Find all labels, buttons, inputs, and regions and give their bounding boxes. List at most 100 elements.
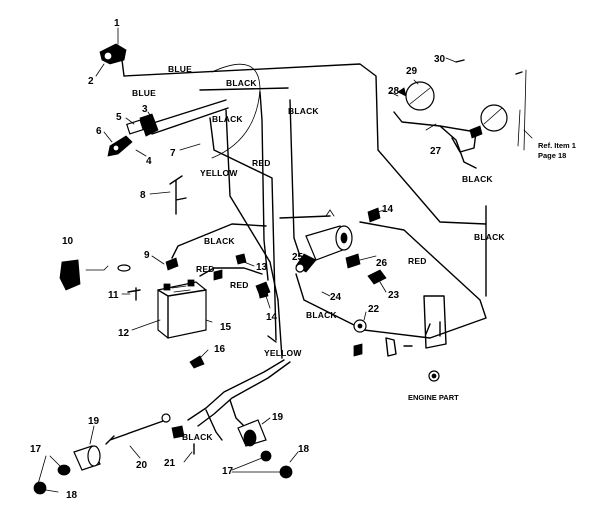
battery: [157, 279, 207, 339]
harness-lower: [151, 107, 229, 135]
ring-terminal-22: [353, 319, 367, 333]
wire-label-red-battery1: RED: [196, 264, 215, 274]
wire-label-blue-left: BLUE: [132, 88, 156, 98]
callout-numbers: 1 2 3 4 5 6 7 8 9 10 11 12 13 14 14 15 1…: [30, 18, 446, 501]
callout-2: 2: [88, 76, 94, 87]
callout-28: 28: [388, 86, 400, 97]
ref-note-line2: Page 18: [538, 151, 566, 160]
wire-label-red-right: RED: [408, 256, 427, 266]
starter-solenoid: [295, 209, 361, 273]
callout-14-upper: 14: [382, 204, 394, 215]
red-wire-middle: [225, 109, 279, 301]
wire-label-black-right: BLACK: [288, 106, 319, 116]
callout-15: 15: [220, 322, 232, 333]
wire-label-yellow-middle: YELLOW: [200, 168, 238, 178]
callout-19-right: 19: [272, 412, 284, 423]
wire-label-group: BLUE BLACK BLUE BLACK BLACK RED YELLOW B…: [132, 64, 505, 442]
battery-red-cable: [199, 267, 263, 277]
callout-27: 27: [430, 146, 442, 157]
headlights: [397, 81, 508, 132]
callout-16: 16: [214, 344, 226, 355]
wire-label-black-harness: BLACK: [462, 174, 493, 184]
wire-label-black-right2: BLACK: [474, 232, 505, 242]
callout-17-left: 17: [30, 444, 42, 455]
wire-label-yellow-lower: YELLOW: [264, 348, 302, 358]
callout-26: 26: [376, 258, 388, 269]
headlight-hardware: [455, 59, 527, 151]
engine-part-label: ENGINE PART: [408, 393, 459, 402]
terminal-part-14: [367, 207, 381, 223]
callout-8: 8: [140, 190, 146, 201]
nut-part: [353, 343, 363, 357]
wire-label-black-bottom: BLACK: [182, 432, 213, 442]
light-connector: [469, 125, 483, 139]
callout-13: 13: [256, 262, 268, 273]
screw-part-11: [127, 287, 141, 301]
callout-23: 23: [388, 290, 400, 301]
wire-label-red-battery2: RED: [230, 280, 249, 290]
lower-harness-a: [187, 359, 285, 421]
callout-24: 24: [330, 292, 342, 303]
battery-clamps: [165, 253, 271, 297]
callout-5: 5: [116, 112, 122, 123]
callout-21: 21: [164, 458, 176, 469]
clip-part-16: [189, 355, 205, 369]
callout-6: 6: [96, 126, 102, 137]
callout-12: 12: [118, 328, 130, 339]
callout-22: 22: [368, 304, 380, 315]
black-wire-vertical-2: [289, 99, 301, 257]
callout-14-lower: 14: [266, 312, 278, 323]
black-wire-top: [199, 87, 289, 91]
callout-20: 20: [136, 460, 148, 471]
harness-upper: [149, 99, 227, 125]
wire-label-blue-top: BLUE: [168, 64, 192, 74]
terminal-part-14-lower: [257, 285, 269, 299]
engine-part: [385, 295, 447, 382]
fuse-holder: [59, 259, 131, 291]
callout-29: 29: [406, 66, 418, 77]
callout-7: 7: [170, 148, 176, 159]
lower-harness-b: [197, 361, 291, 427]
leader-lines: [37, 27, 533, 493]
callout-18-right: 18: [298, 444, 310, 455]
lower-harness-branch-2: [229, 399, 247, 429]
ignition-switch: [107, 113, 159, 157]
solenoid-lead: [279, 215, 331, 219]
red-starter-wire: [359, 221, 487, 339]
black-wire-vertical: [259, 91, 269, 281]
notes: Ref. Item 1 Page 18 ENGINE PART: [408, 141, 576, 402]
ref-note-line1: Ref. Item 1: [538, 141, 576, 150]
callout-4: 4: [146, 156, 152, 167]
lower-components: [33, 413, 293, 495]
yellow-wire: [209, 117, 277, 341]
wire-label-red-middle: RED: [252, 158, 271, 168]
headlight-wire-2: [439, 125, 477, 169]
callout-25: 25: [292, 252, 304, 263]
callout-17-right: 17: [222, 466, 234, 477]
wire-label-black-lower: BLACK: [306, 310, 337, 320]
callout-19-left: 19: [88, 416, 100, 427]
harness-down: [277, 299, 283, 359]
harness-join: [267, 335, 277, 343]
key-switch: [99, 43, 127, 65]
battery-black-cable: [171, 223, 267, 259]
black-ground-wire: [295, 273, 361, 329]
callout-30: 30: [434, 54, 446, 65]
callout-18-left: 18: [66, 490, 78, 501]
switch-ring-line: [211, 63, 261, 159]
callout-3: 3: [142, 104, 148, 115]
bracket-part: [169, 175, 187, 215]
callout-9: 9: [144, 250, 150, 261]
callout-1: 1: [114, 18, 120, 29]
blue-wire: [121, 59, 487, 225]
wires: [121, 59, 487, 441]
wire-label-black-battery: BLACK: [204, 236, 235, 246]
terminal-part-23: [367, 269, 387, 285]
lower-harness-branch: [205, 409, 223, 441]
wire-label-black-middle: BLACK: [212, 114, 243, 124]
callout-10: 10: [62, 236, 74, 247]
callout-11: 11: [108, 290, 119, 301]
wire-label-black-top: BLACK: [226, 78, 257, 88]
